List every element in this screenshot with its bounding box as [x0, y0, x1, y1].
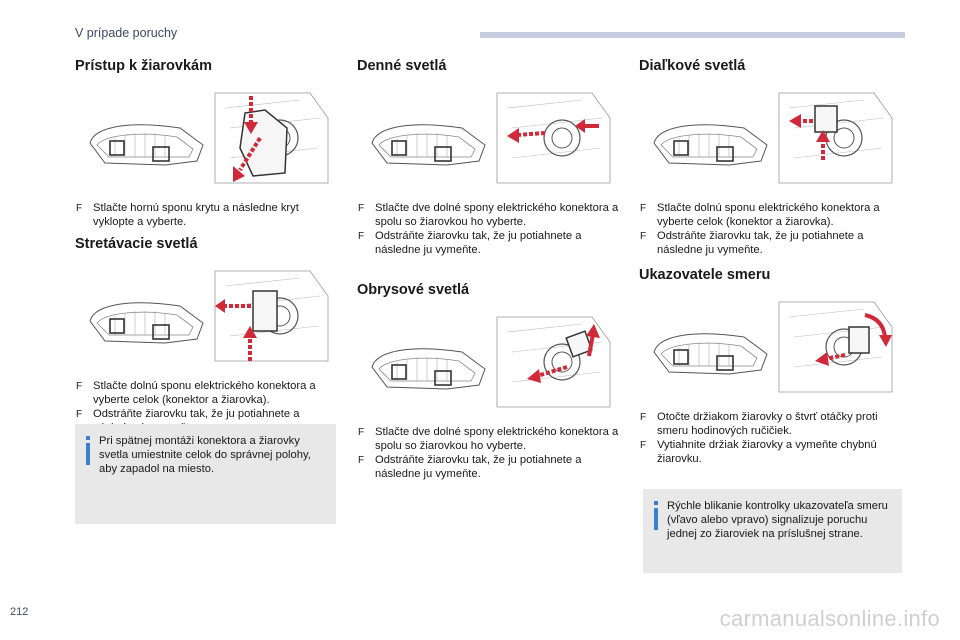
bullet-icon: F [640, 440, 647, 451]
illustration-high-beam [639, 88, 901, 188]
bullet-icon: F [358, 427, 365, 438]
bullet-icon: F [640, 203, 647, 214]
illustration-cover-removal [75, 88, 337, 188]
bullet-icon: F [358, 455, 365, 466]
section-title: Ukazovatele smeru [639, 267, 771, 283]
illustration-turn-signal [639, 297, 901, 397]
illustration-daytime [357, 88, 619, 188]
illustration-sidelight [357, 312, 619, 412]
watermark: carmanualsonline.info [719, 606, 940, 631]
note-text: Rýchle blikanie kontrolky ukazovateľa sm… [667, 500, 888, 540]
section-title: Denné svetlá [357, 58, 447, 74]
running-header: V prípade poruchy [75, 26, 178, 40]
note-stretavacie: Pri spätnej montáži konektora a žiarovky… [75, 424, 336, 524]
info-icon [86, 436, 90, 465]
header-bar [480, 32, 905, 38]
section-title: Stretávacie svetlá [75, 236, 198, 252]
bullet-icon: F [640, 412, 647, 423]
bullet-icon: F [358, 231, 365, 242]
page-number: 212 [10, 606, 29, 618]
section-title: Prístup k žiarovkám [75, 58, 212, 74]
note-ukazovatele: Rýchle blikanie kontrolky ukazovateľa sm… [643, 489, 902, 573]
illustration-low-beam [75, 266, 337, 366]
note-text: Pri spätnej montáži konektora a žiarovky… [99, 435, 311, 475]
section-title: Diaľkové svetlá [639, 58, 746, 74]
section-title: Obrysové svetlá [357, 282, 470, 298]
bullet-icon: F [640, 231, 647, 242]
bullet-icon: F [358, 203, 365, 214]
bullet-icon: F [76, 409, 83, 420]
bullet-icon: F [76, 381, 83, 392]
info-icon [654, 501, 658, 530]
bullet-icon: F [76, 203, 83, 214]
